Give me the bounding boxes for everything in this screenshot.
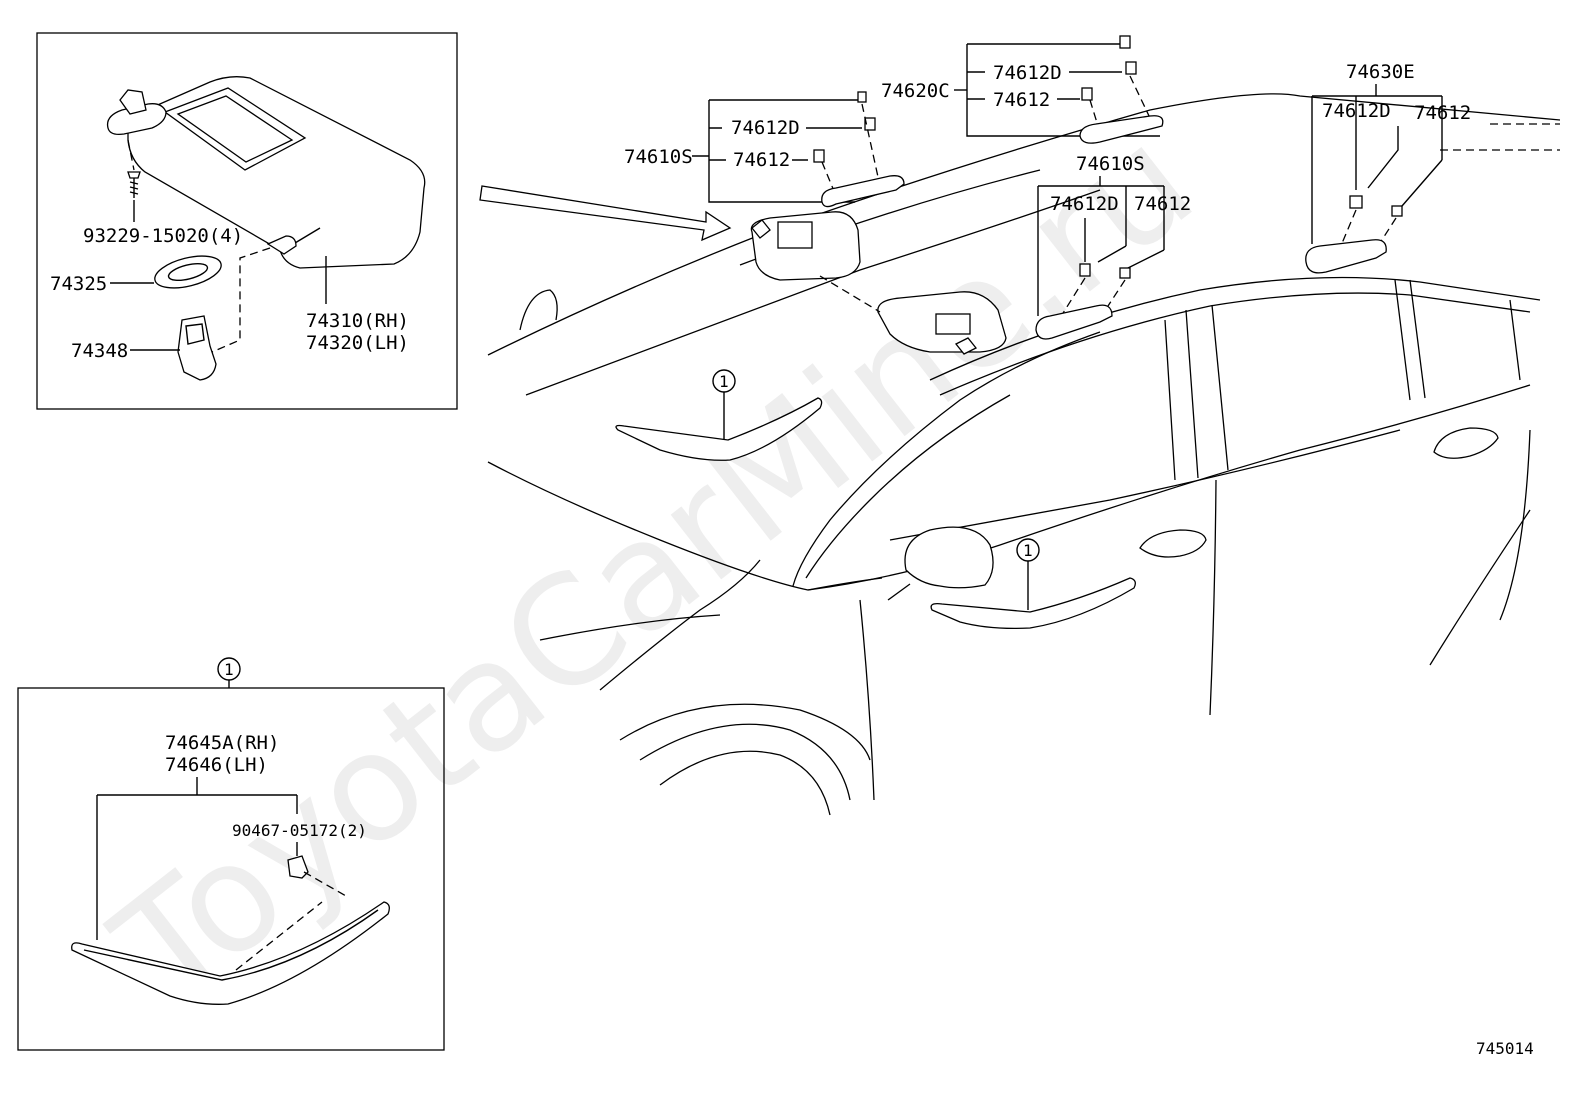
clip-icon-center-1 [1119, 35, 1131, 49]
rear-sunvisor-illustration [877, 291, 1007, 355]
label-rear-grip-cover: 74612D [1050, 193, 1119, 215]
label-screw: 93229-15020(4) [83, 225, 243, 247]
front-sunvisor-illustration [750, 211, 861, 281]
diagram-id: 745014 [1476, 1039, 1534, 1058]
windshield-molding-front [615, 397, 823, 461]
front-grip-handle [821, 175, 905, 208]
clip-icon-front-3 [813, 149, 825, 163]
holder-icon [154, 255, 222, 289]
label-front-grip-assembly: 74610S [624, 146, 693, 168]
car-body-illustration [487, 93, 1561, 816]
clip-icon-rear-2 [1119, 267, 1131, 279]
clip-icon-center-3 [1081, 87, 1093, 101]
front-grip-group: 74610S 74612D 74612 [624, 91, 905, 208]
molding-clip-icon [287, 855, 309, 879]
door-molding [930, 577, 1136, 630]
sunvisor-inset: 93229-15020(4) 74325 74348 74310(RH) 743… [36, 32, 458, 410]
label-front-grip-plug: 74612 [733, 149, 790, 171]
rear-grip-handle [1035, 304, 1113, 340]
clip-icon-front-2 [864, 117, 876, 131]
sunvisor-illustration [106, 76, 426, 269]
sunvisor-inset-frame [36, 32, 458, 410]
clip-icon-back-2 [1391, 205, 1403, 217]
label-clip: 74348 [71, 340, 128, 362]
label-molding-lh: 74646(LH) [165, 754, 268, 776]
clip-icon-center-2 [1125, 61, 1137, 75]
clip-icon-back-1 [1349, 195, 1363, 209]
label-rear-grip-plug: 74612 [1134, 193, 1191, 215]
label-holder: 74325 [50, 273, 107, 295]
label-visor-rh: 74310(RH) [306, 310, 409, 332]
label-back-grip-cover: 74612D [1322, 100, 1391, 122]
screw-icon [127, 171, 141, 198]
reference-marker-door-label: 1 [1023, 541, 1033, 560]
screw-leader [127, 139, 135, 171]
label-molding-clip: 90467-05172(2) [232, 821, 367, 840]
clip-icon-rear-1 [1079, 263, 1091, 277]
molding-inset-frame [17, 687, 445, 1051]
label-back-grip-assembly: 74630E [1346, 61, 1415, 83]
reference-marker-inset-label: 1 [224, 660, 234, 679]
label-molding-rh: 74645A(RH) [165, 732, 279, 754]
center-grip-group: 74620C 74612D 74612 [881, 35, 1164, 144]
label-center-grip-assembly: 74620C [881, 80, 950, 102]
rear-grip-group: 74610S 74612D 74612 [1035, 153, 1191, 340]
label-back-grip-plug: 74612 [1414, 102, 1471, 124]
molding-illustration [71, 901, 390, 1005]
label-center-grip-cover: 74612D [993, 62, 1062, 84]
clip-icon-front-1 [857, 91, 867, 103]
label-front-grip-cover: 74612D [731, 117, 800, 139]
direction-arrow [479, 185, 732, 242]
molding-inset: 1 74645A(RH) 74646(LH) 90467-05172(2) [17, 657, 445, 1051]
center-grip-handle [1079, 115, 1164, 144]
clip-icon [177, 315, 217, 381]
reference-marker-front-label: 1 [719, 372, 729, 391]
back-grip-group: 74630E 74612D 74612 [1305, 61, 1560, 274]
label-visor-lh: 74320(LH) [306, 332, 409, 354]
back-grip-handle [1305, 239, 1387, 274]
label-rear-grip-assembly: 74610S [1076, 153, 1145, 175]
label-center-grip-plug: 74612 [993, 89, 1050, 111]
